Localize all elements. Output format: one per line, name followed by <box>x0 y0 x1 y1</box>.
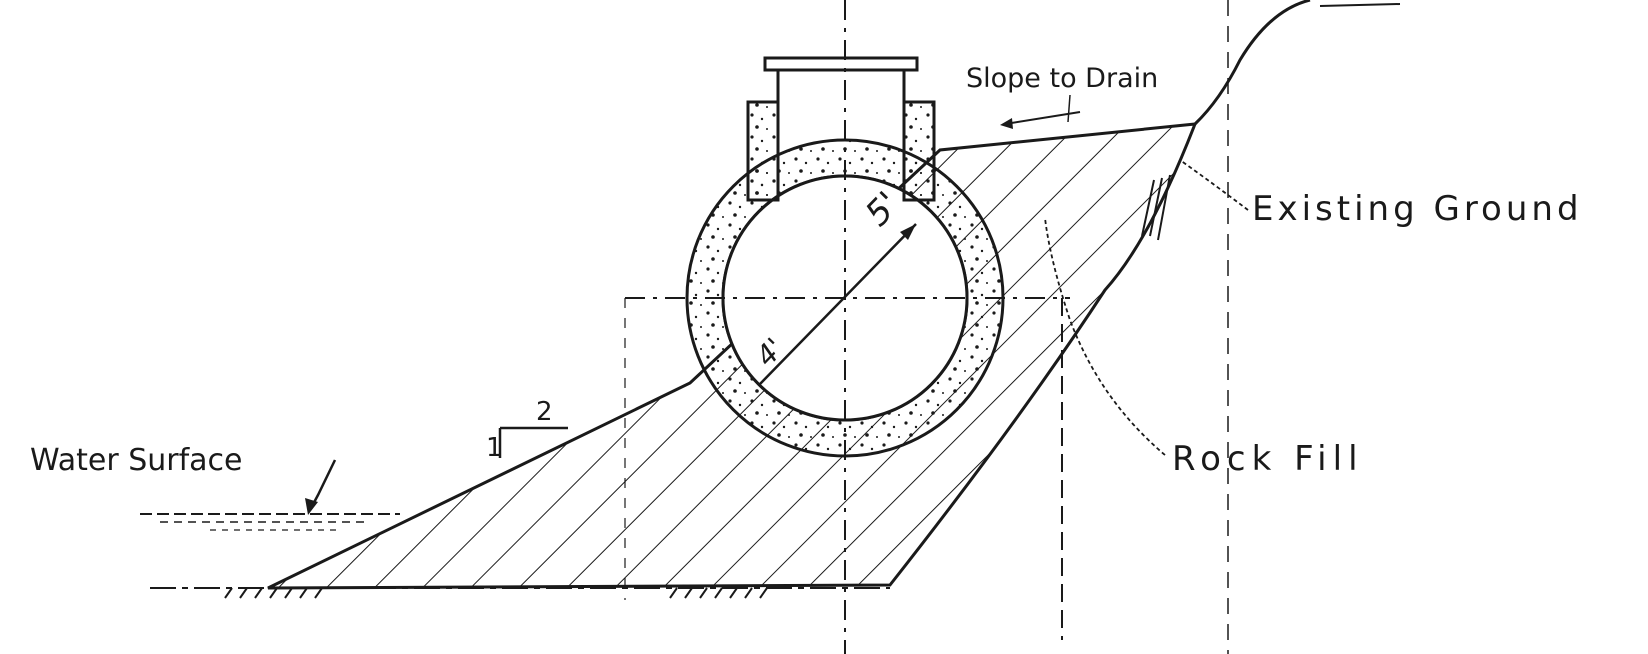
water-surface-arrow <box>305 498 318 515</box>
existing-ground-hatch <box>1141 3 1401 241</box>
slope-to-drain-leader <box>1067 94 1071 123</box>
base-ground-hatch <box>224 587 768 599</box>
existing-ground-leader <box>1179 159 1249 211</box>
slope-to-drain-arrowhead <box>1000 118 1013 129</box>
existing-ground-label: Existing Ground <box>1252 189 1583 229</box>
slope-to-drain-arrow <box>1004 111 1081 125</box>
right-concrete-riser <box>902 100 936 202</box>
slope-run-label: 2 <box>536 397 553 427</box>
left-concrete-riser <box>746 100 780 202</box>
manhole-cover <box>763 56 919 72</box>
existing-ground-line <box>1193 0 1311 126</box>
manhole-shaft <box>776 70 906 180</box>
water-surface-label: Water Surface <box>30 443 243 478</box>
slope-indicator <box>498 426 568 458</box>
radius-arrow-head <box>900 224 916 240</box>
slope-rise-label: 1 <box>486 433 503 463</box>
rock-fill-leader <box>1044 217 1166 456</box>
radius-dimension-line <box>759 223 917 385</box>
rock-fill-label: Rock Fill <box>1172 439 1364 479</box>
slope-to-drain-label: Slope to Drain <box>966 63 1158 94</box>
